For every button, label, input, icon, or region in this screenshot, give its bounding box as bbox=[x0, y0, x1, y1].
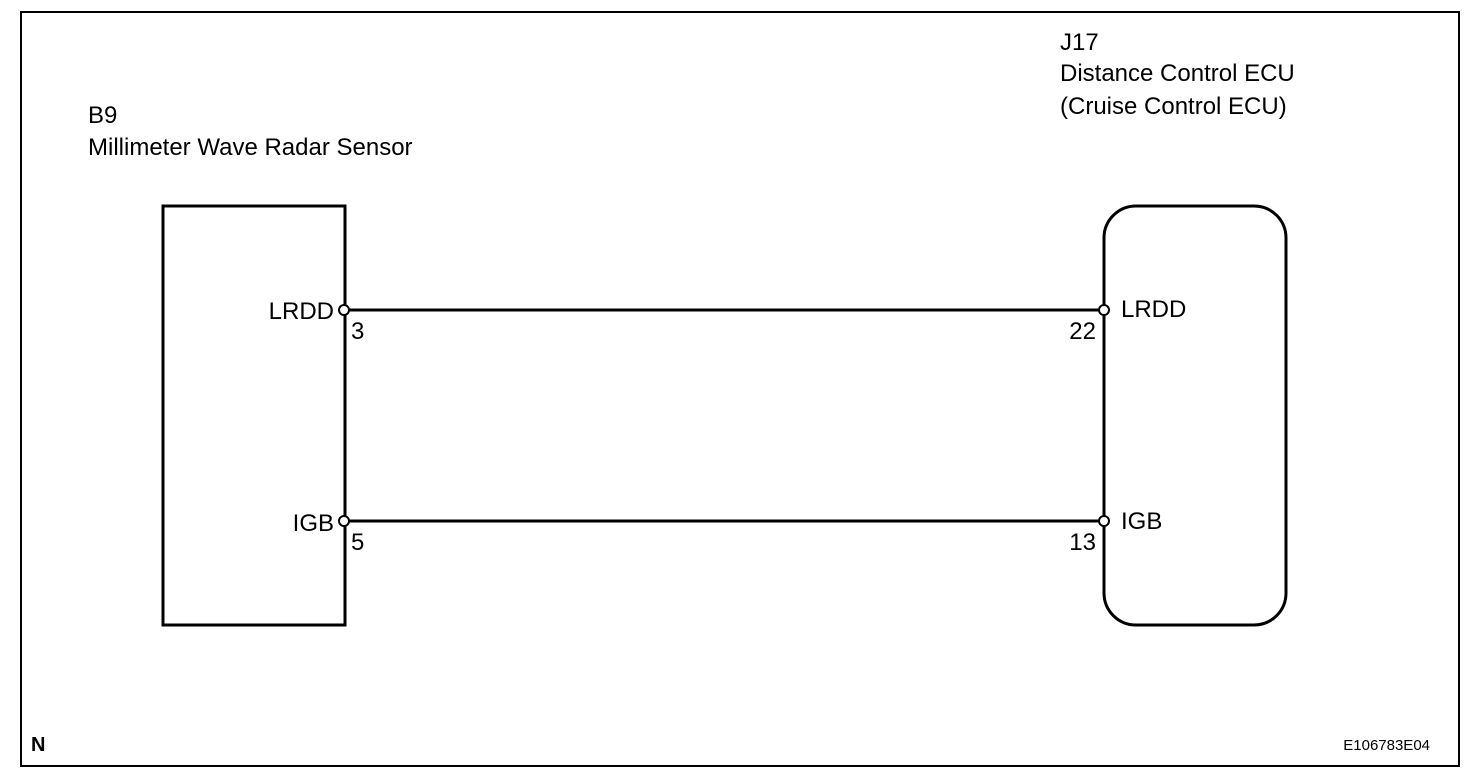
diagram-frame bbox=[20, 11, 1460, 767]
right-pin-number-igb: 13 bbox=[1069, 529, 1096, 556]
left-pin-number-igb: 5 bbox=[351, 529, 365, 556]
right-component-alt-name: (Cruise Control ECU) bbox=[1060, 93, 1287, 120]
figure-id: E106783E04 bbox=[1343, 737, 1430, 754]
left-component-name: Millimeter Wave Radar Sensor bbox=[88, 134, 413, 161]
left-pin-signal-igb: IGB bbox=[292, 510, 334, 537]
terminal-right-igb bbox=[1098, 515, 1110, 527]
left-component-code: B9 bbox=[88, 102, 118, 129]
right-component-name: Distance Control ECU bbox=[1060, 60, 1295, 87]
terminal-left-lrdd bbox=[338, 304, 350, 316]
corner-mark: N bbox=[31, 734, 46, 756]
left-pin-signal-lrdd: LRDD bbox=[268, 298, 334, 325]
left-pin-number-lrdd: 3 bbox=[351, 318, 365, 345]
right-pin-signal-lrdd: LRDD bbox=[1121, 296, 1187, 323]
terminal-left-igb bbox=[338, 515, 350, 527]
right-component-box bbox=[1102, 204, 1288, 627]
right-pin-signal-igb: IGB bbox=[1121, 508, 1163, 535]
terminal-right-lrdd bbox=[1098, 304, 1110, 316]
left-component-box bbox=[161, 204, 347, 627]
right-component-code: J17 bbox=[1060, 29, 1099, 56]
right-pin-number-lrdd: 22 bbox=[1069, 318, 1096, 345]
